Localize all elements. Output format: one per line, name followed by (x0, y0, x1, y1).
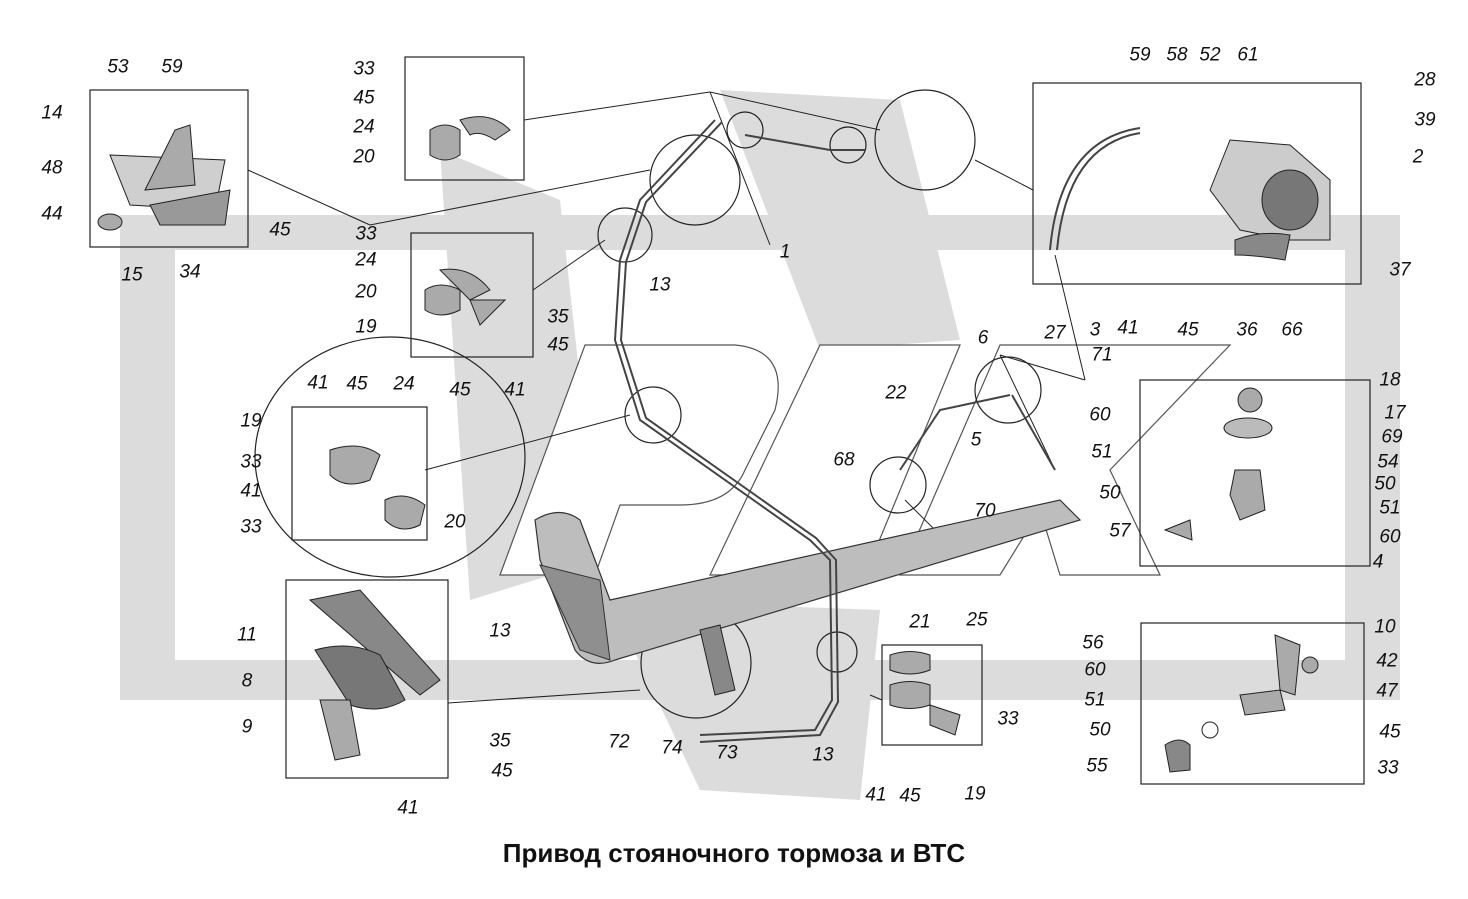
callout-label: 33 (240, 451, 262, 473)
callout-label: 70 (974, 500, 996, 522)
callout-label: 57 (1109, 520, 1131, 542)
callout-label: 17 (1384, 402, 1406, 424)
callout-label: 27 (1044, 322, 1066, 344)
callout-label: 24 (393, 373, 415, 395)
callout-label: 51 (1091, 441, 1113, 463)
callout-label: 54 (1377, 451, 1399, 473)
callout-label: 25 (966, 609, 988, 631)
callout-label: 2 (1412, 146, 1424, 168)
callout-label: 73 (716, 742, 738, 764)
callout-label: 45 (547, 334, 569, 356)
callout-label: 34 (179, 261, 201, 283)
callout-label: 33 (240, 516, 262, 538)
callout-label: 45 (1177, 319, 1199, 341)
callout-label: 48 (41, 157, 63, 179)
callout-label: 45 (899, 785, 921, 807)
callout-label: 33 (1377, 757, 1399, 779)
callout-label: 39 (1414, 109, 1436, 131)
callout-label: 55 (1086, 755, 1108, 777)
callout-label: 41 (504, 379, 526, 401)
callout-label: 22 (885, 382, 907, 404)
callout-label: 1 (779, 241, 791, 263)
callout-label: 20 (355, 281, 377, 303)
callout-label: 20 (444, 511, 466, 533)
callout-label: 13 (489, 620, 511, 642)
callout-label: 50 (1099, 482, 1121, 504)
callout-label: 51 (1084, 689, 1106, 711)
callout-label: 45 (1379, 721, 1401, 743)
callout-label: 19 (355, 316, 377, 338)
callout-label: 21 (909, 611, 931, 633)
callout-label: 33 (997, 708, 1019, 730)
callout-label: 60 (1379, 526, 1401, 548)
callout-label: 3 (1089, 319, 1101, 341)
callout-label: 45 (449, 379, 471, 401)
callout-label: 10 (1374, 616, 1396, 638)
callout-label: 11 (237, 624, 257, 646)
callout-label: 51 (1379, 497, 1401, 519)
callout-label: 9 (241, 716, 253, 738)
callout-label: 24 (353, 116, 375, 138)
callout-label: 41 (240, 480, 262, 502)
callout-label: 47 (1376, 680, 1398, 702)
callout-label: 50 (1374, 473, 1396, 495)
callout-label: 41 (397, 797, 419, 819)
callout-label: 41 (865, 784, 887, 806)
callout-label: 33 (355, 223, 377, 245)
callout-label: 19 (240, 410, 262, 432)
callout-label: 74 (661, 737, 683, 759)
callout-label: 71 (1091, 344, 1113, 366)
leader-lines (247, 91, 1086, 704)
callout-label: 52 (1199, 44, 1221, 66)
callout-label: 58 (1166, 44, 1188, 66)
callout-label: 45 (346, 373, 368, 395)
callout-label: 66 (1281, 319, 1303, 341)
callout-label: 18 (1379, 369, 1401, 391)
callout-label: 44 (41, 203, 63, 225)
callout-label: 53 (107, 56, 129, 78)
diagram-caption: Привод стояночного тормоза и ВТС (502, 838, 966, 868)
callout-label: 41 (1117, 317, 1139, 339)
callout-label: 14 (41, 102, 63, 124)
callout-label: 35 (489, 730, 511, 752)
callout-label: 59 (1129, 44, 1151, 66)
part-sketches (97, 116, 1331, 773)
callout-label: 37 (1389, 259, 1411, 281)
callout-label: 20 (353, 146, 375, 168)
callout-label: 5 (970, 429, 982, 451)
callout-label: 45 (353, 87, 375, 109)
callout-label: 19 (964, 783, 986, 805)
callout-label: 59 (161, 56, 183, 78)
callout-label: 68 (833, 449, 855, 471)
callout-label: 60 (1084, 659, 1106, 681)
callout-label: 45 (269, 219, 291, 241)
watermark-logo (120, 90, 1400, 800)
callout-label: 28 (1414, 69, 1436, 91)
callout-label: 69 (1381, 426, 1403, 448)
callout-label: 13 (812, 744, 834, 766)
callout-label: 50 (1089, 719, 1111, 741)
callout-label: 41 (307, 372, 329, 394)
callout-label: 36 (1236, 319, 1258, 341)
vehicle-frame (534, 499, 1082, 664)
callout-label: 6 (977, 327, 989, 349)
callout-label: 33 (353, 58, 375, 80)
callout-label: 61 (1237, 44, 1259, 66)
callout-label: 72 (608, 731, 630, 753)
callout-label: 8 (241, 670, 253, 692)
brake-pipes (613, 119, 1141, 743)
callout-label: 42 (1376, 650, 1398, 672)
callout-label: 13 (649, 274, 671, 296)
callout-label: 15 (121, 264, 143, 286)
callout-label: 60 (1089, 404, 1111, 426)
callout-label: 56 (1082, 632, 1104, 654)
callout-label: 24 (355, 249, 377, 271)
callout-label: 45 (491, 760, 513, 782)
callout-label: 4 (1372, 551, 1384, 573)
callout-label: 35 (547, 306, 569, 328)
